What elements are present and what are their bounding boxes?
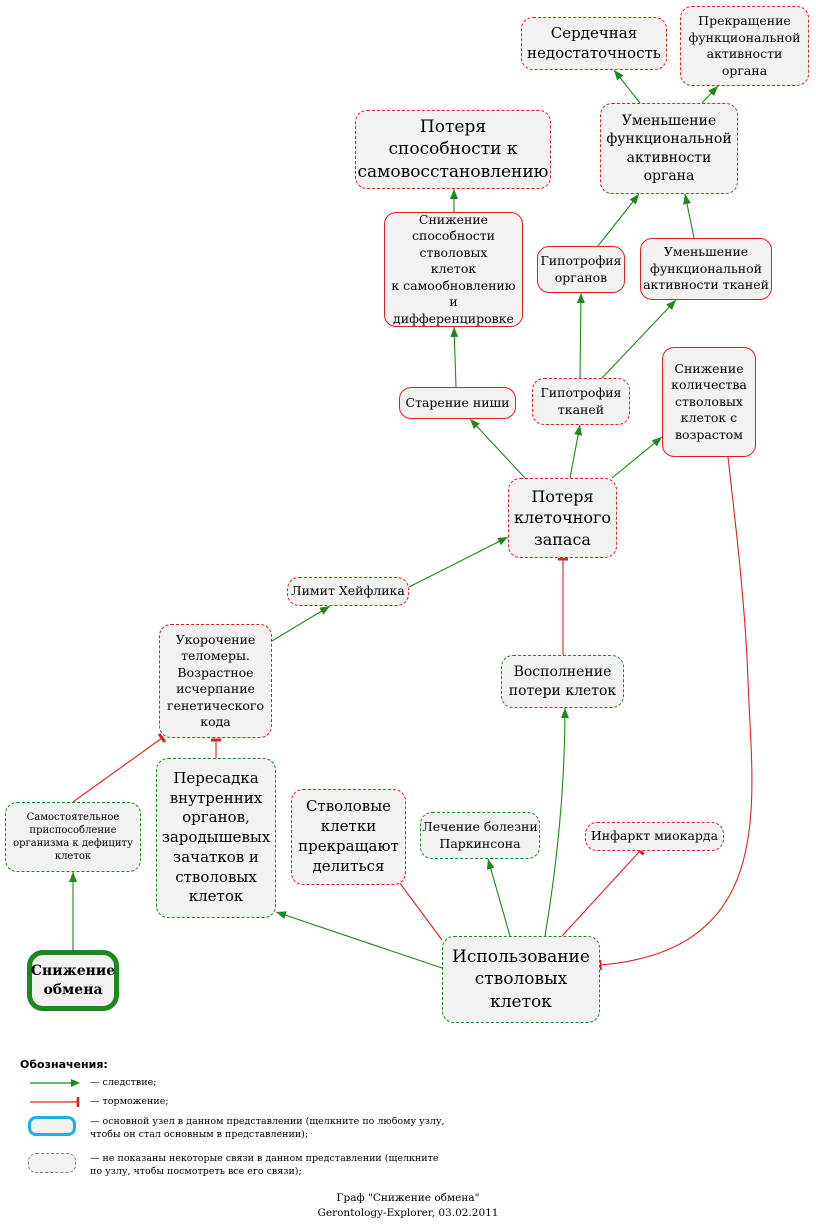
arrowhead bbox=[497, 537, 508, 546]
node-self-adaptation[interactable]: Самостоятельное приспособление организма… bbox=[5, 802, 141, 872]
legend-title: Обозначения: bbox=[20, 1058, 108, 1071]
edge-reserve-to-stem-count bbox=[611, 436, 663, 479]
edge-hayflick-to-reserve bbox=[408, 536, 509, 588]
edge-organ-hyp-to-organ-func bbox=[597, 193, 640, 247]
edge-stemuse-to-parkinson bbox=[486, 858, 511, 937]
edge-organ-func-to-func-stop bbox=[701, 85, 719, 104]
node-stem-diff-decrease[interactable]: Снижение способности стволовых клеток к … bbox=[384, 212, 523, 327]
edge-transplant-inhibits-telomere bbox=[211, 738, 221, 758]
caption-source: Gerontology-Explorer, 03.02.2011 bbox=[317, 1206, 499, 1219]
arrowhead bbox=[450, 189, 458, 199]
legend-main-node: — основной узел в данном представлении (… bbox=[22, 1116, 462, 1144]
edge-stem-count-inhibits-stemuse bbox=[598, 456, 753, 971]
node-metabolism-decrease[interactable]: Снижение обмена bbox=[27, 950, 119, 1011]
edge-telomere-to-hayflick bbox=[271, 605, 331, 642]
arrowhead bbox=[470, 419, 480, 430]
arrowhead bbox=[576, 293, 585, 304]
inhibition-icon bbox=[30, 1097, 80, 1107]
arrowhead bbox=[486, 859, 495, 870]
node-infarction[interactable]: Инфаркт миокарда bbox=[585, 822, 724, 851]
edge-stemuse-to-transplant bbox=[275, 911, 443, 969]
node-organ-func-decrease[interactable]: Уменьшение функциональной активности орг… bbox=[600, 103, 738, 194]
node-stem-count-decrease[interactable]: Снижение количества стволовых клеток с в… bbox=[662, 347, 756, 457]
arrowhead bbox=[683, 194, 691, 205]
node-organ-hypotrophy[interactable]: Гипотрофия органов bbox=[537, 246, 625, 293]
arrowhead bbox=[319, 606, 330, 615]
node-self-renewal-loss[interactable]: Потеря способности к самовосстановлению bbox=[355, 110, 551, 189]
node-transplant[interactable]: Пересадка внутренних органов, зародышевы… bbox=[156, 758, 276, 918]
edge-stem-diff-to-self-renewal bbox=[450, 189, 458, 212]
edge-tissue-func-to-organ-func bbox=[683, 193, 695, 239]
arrowhead bbox=[560, 708, 569, 719]
node-hayflick[interactable]: Лимит Хейфлика bbox=[287, 577, 409, 606]
node-telomere[interactable]: Укорочение теломеры. Возрастное исчерпан… bbox=[159, 624, 272, 738]
arrowhead bbox=[69, 872, 77, 882]
edge-metabolism-to-adaptation bbox=[69, 872, 77, 950]
node-cell-reserve-loss[interactable]: Потеря клеточного запаса bbox=[508, 478, 617, 558]
edge-organ-func-to-heart-failure bbox=[613, 69, 641, 104]
node-tissue-hypotrophy[interactable]: Гипотрофия тканей bbox=[532, 378, 630, 425]
legend-inhibition: — торможение; bbox=[22, 1096, 462, 1110]
arrowhead bbox=[708, 86, 718, 97]
node-func-stop[interactable]: Прекращение функциональной активности ор… bbox=[680, 6, 809, 86]
inhibition-bar bbox=[157, 733, 167, 743]
arrowhead bbox=[666, 300, 676, 311]
node-stem-cell-use[interactable]: Использование стволовых клеток bbox=[442, 936, 600, 1023]
arrow-icon bbox=[30, 1079, 80, 1087]
edge-adaptation-inhibits-telomere bbox=[72, 733, 167, 803]
node-heart-failure[interactable]: Сердечная недостаточность bbox=[521, 17, 667, 70]
node-niche-aging[interactable]: Старение ниши bbox=[399, 387, 516, 419]
node-cell-loss-replenish[interactable]: Восполнение потери клеток bbox=[501, 655, 624, 708]
edge-reserve-to-niche bbox=[469, 418, 526, 479]
arrowhead bbox=[614, 70, 624, 81]
edge-stemuse-inhibits-infarction bbox=[561, 846, 645, 937]
edge-tissue-hyp-to-tissue-func bbox=[601, 299, 677, 379]
node-tissue-func-decrease[interactable]: Уменьшение функциональной активности тка… bbox=[640, 238, 772, 300]
edge-reserve-to-tissue-hypotrophy bbox=[569, 424, 583, 479]
arrowhead bbox=[276, 911, 287, 919]
edge-niche-to-stem-diff bbox=[450, 326, 459, 388]
graph-caption: Граф "Снижение обмена" Gerontology-Explo… bbox=[0, 1191, 816, 1220]
arrowhead bbox=[629, 194, 639, 205]
legend-consequence: — следствие; bbox=[22, 1077, 462, 1091]
arrowhead bbox=[450, 327, 459, 338]
edge-replenish-inhibits-reserve bbox=[558, 557, 568, 655]
arrowhead bbox=[574, 425, 583, 436]
caption-title: Граф "Снижение обмена" bbox=[336, 1192, 480, 1204]
legend-hidden-links: — не показаны некоторые связи в данном п… bbox=[22, 1153, 462, 1181]
arrowhead bbox=[651, 437, 662, 447]
hidden-links-swatch bbox=[28, 1153, 76, 1173]
main-node-swatch bbox=[28, 1116, 76, 1136]
node-stem-stop-dividing[interactable]: Стволовые клетки прекращают делиться bbox=[291, 789, 406, 885]
edge-tissue-hyp-to-organ-hyp bbox=[576, 292, 585, 379]
node-parkinson[interactable]: Лечение болезни Паркинсона bbox=[420, 812, 540, 859]
edge-stemuse-to-replenish bbox=[544, 707, 569, 937]
